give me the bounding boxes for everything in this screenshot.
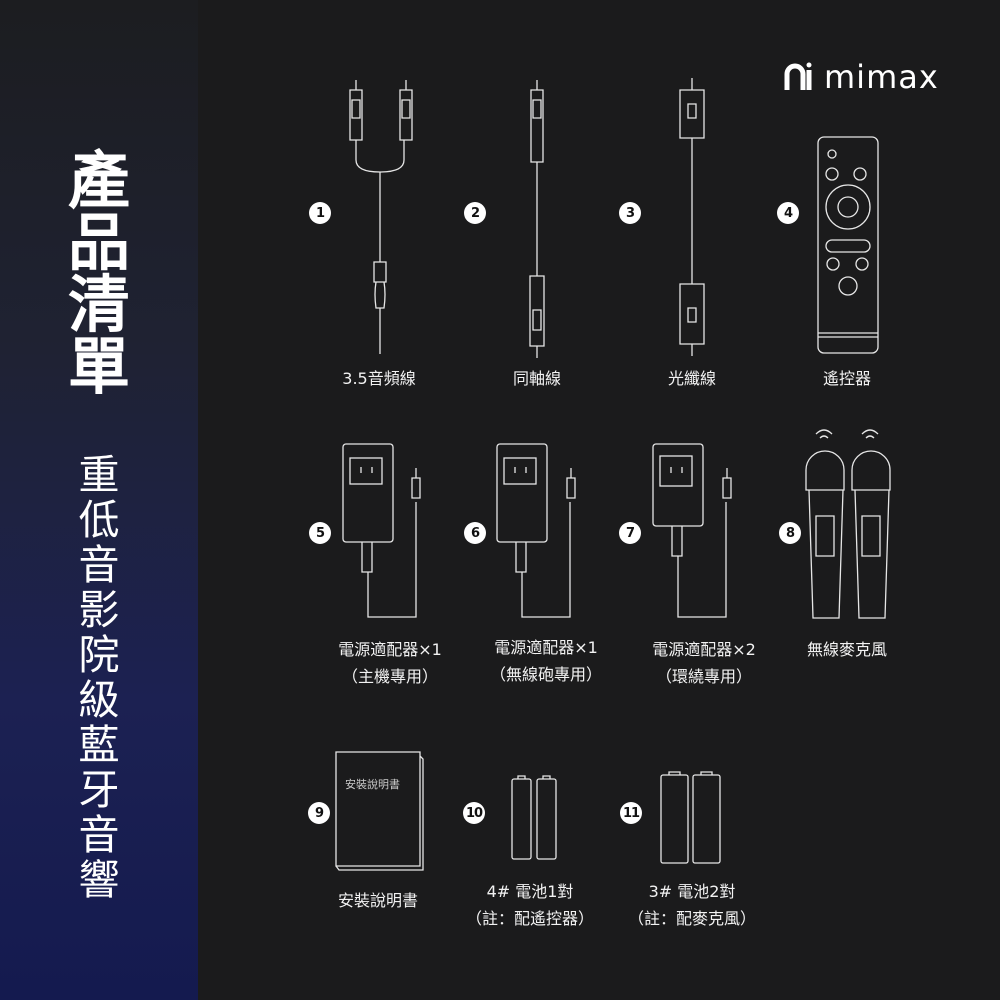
sidebar: 產 品 清 單 重 低 音 影 院 級 藍 牙 音 響 <box>0 0 198 1000</box>
title-char: 品 <box>67 206 130 279</box>
manual-illustration <box>335 751 424 871</box>
label-line: （無線砲專用） <box>489 665 603 684</box>
label-line: 電源適配器×2 <box>652 640 756 659</box>
brand-name: mimax <box>824 58 939 96</box>
label-line: （環繞專用） <box>655 667 752 686</box>
power-adapter-illustration-7 <box>652 443 732 618</box>
power-adapter-illustration-6 <box>496 443 576 618</box>
label-line: 遙控器 <box>822 369 872 388</box>
item-label: 電源適配器×1 （無線砲專用） <box>490 634 602 688</box>
item-label: 電源適配器×1 （主機專用） <box>338 636 442 690</box>
manual-cover-text: 安裝說明書 <box>345 778 400 791</box>
subtitle-char: 院 <box>78 631 120 679</box>
label-line: 3# 電池2對 <box>648 882 736 901</box>
item-number-badge: 6 <box>464 522 486 544</box>
label-line: 同軸線 <box>512 369 562 388</box>
coaxial-cable-illustration <box>529 80 545 358</box>
item-label: 光纖線 <box>668 365 716 392</box>
item-number-badge: 9 <box>308 802 330 824</box>
subtitle-char: 音 <box>78 541 120 589</box>
item-number-badge: 8 <box>779 522 801 544</box>
power-adapter-illustration-5 <box>342 443 421 618</box>
item-number-badge: 10 <box>463 802 485 824</box>
label-line: 4# 電池1對 <box>486 882 574 901</box>
audio-cable-illustration <box>349 80 413 354</box>
mimax-logo-icon <box>784 62 812 90</box>
item-label: 同軸線 <box>513 365 561 392</box>
item-number-badge: 2 <box>464 202 486 224</box>
label-line: 電源適配器×1 <box>494 638 598 657</box>
item-label: 無線麥克風 <box>807 636 887 663</box>
label-line: （註：配遙控器） <box>465 909 595 928</box>
label-line: 光纖線 <box>667 369 717 388</box>
item-label: 電源適配器×2 （環繞專用） <box>652 636 756 690</box>
remote-control-illustration <box>817 136 879 354</box>
subtitle-char: 藍 <box>78 721 120 769</box>
title-char: 產 <box>67 144 130 217</box>
label-line: 無線麥克風 <box>806 640 888 659</box>
item-number-badge: 3 <box>619 202 641 224</box>
subtitle-char: 低 <box>78 496 120 544</box>
wireless-microphone-illustration <box>805 429 891 619</box>
brand-logo: mimax <box>784 58 939 96</box>
optical-cable-illustration <box>679 78 705 356</box>
subtitle-char: 音 <box>78 811 120 859</box>
item-label: 遙控器 <box>823 365 871 392</box>
item-number-badge: 11 <box>620 802 642 824</box>
label-line: （主機專用） <box>341 667 438 686</box>
item-number-badge: 1 <box>309 202 331 224</box>
label-line: 3.5音頻線 <box>342 369 416 388</box>
subtitle-char: 響 <box>78 856 120 904</box>
product-subtitle: 重 低 音 影 院 級 藍 牙 音 響 <box>0 455 198 905</box>
page-title: 產 品 清 單 <box>0 150 198 398</box>
item-label: 3# 電池2對 （註：配麥克風） <box>628 878 756 932</box>
subtitle-char: 級 <box>78 676 120 724</box>
title-char: 清 <box>67 268 130 341</box>
subtitle-char: 重 <box>78 451 120 499</box>
label-line: 安裝說明書 <box>337 891 419 910</box>
item-label: 4# 電池1對 （註：配遙控器） <box>466 878 594 932</box>
subtitle-char: 影 <box>78 586 120 634</box>
item-label: 3.5音頻線 <box>342 365 415 392</box>
item-label: 安裝說明書 <box>338 887 418 914</box>
subtitle-char: 牙 <box>78 766 120 814</box>
aa-battery-illustration <box>511 775 557 860</box>
label-line: （註：配麥克風） <box>627 909 757 928</box>
label-line: 電源適配器×1 <box>338 640 442 659</box>
item-number-badge: 4 <box>777 202 799 224</box>
aaa-battery-illustration <box>660 771 721 864</box>
title-char: 單 <box>67 330 130 403</box>
item-number-badge: 7 <box>619 522 641 544</box>
item-number-badge: 5 <box>309 522 331 544</box>
